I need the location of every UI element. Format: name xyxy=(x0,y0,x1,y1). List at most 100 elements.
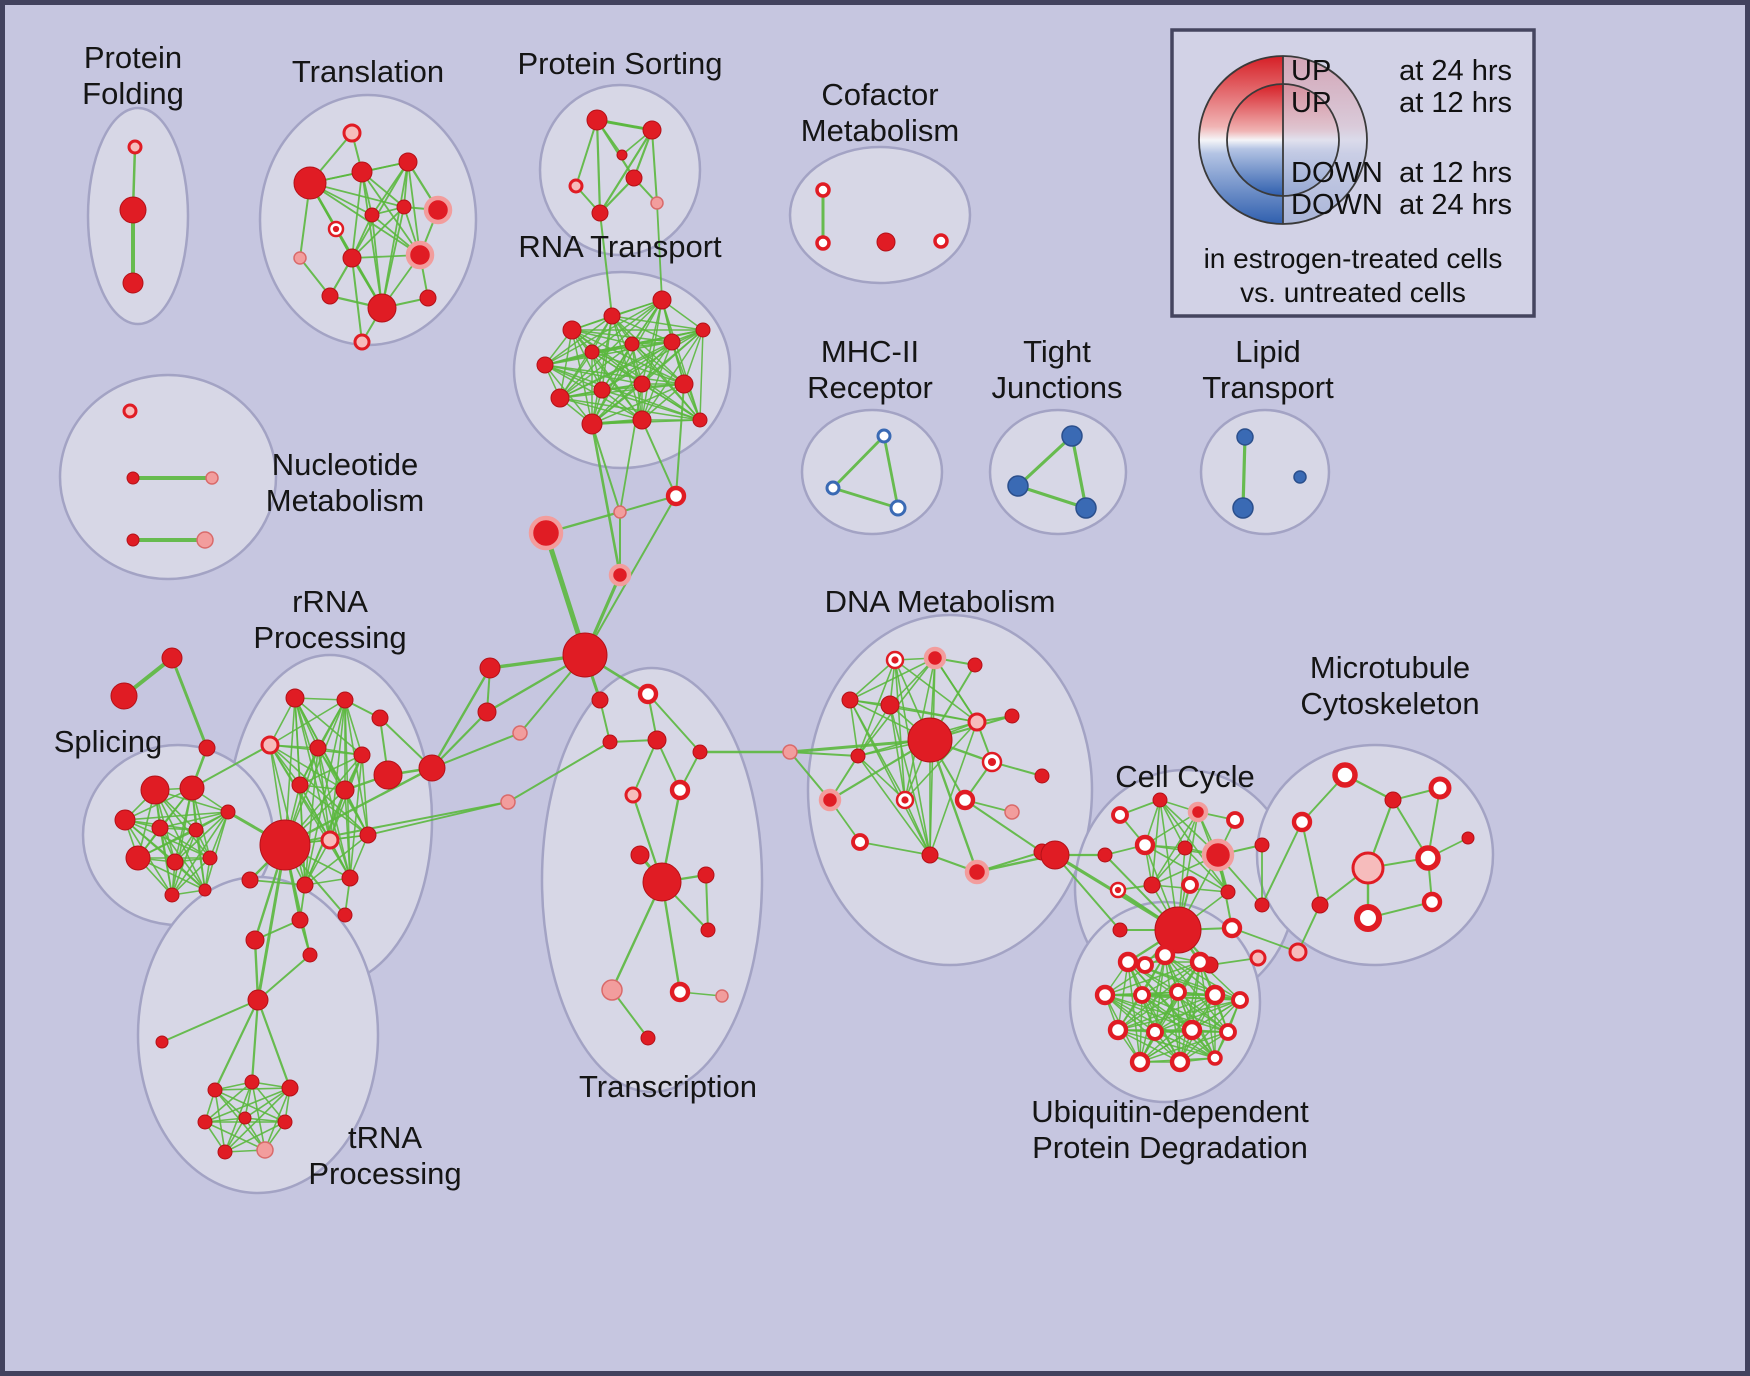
network-edge xyxy=(889,704,978,723)
network-edge xyxy=(159,811,229,829)
legend-caption-line: in estrogen-treated cells xyxy=(1204,243,1503,274)
network-node-r xyxy=(291,776,309,794)
network-edge xyxy=(171,857,211,896)
network-edge xyxy=(598,128,654,215)
legend: UP at 24 hrs UP at 12 hrs DOWN at 12 hrs… xyxy=(1170,28,1536,318)
network-node-pr xyxy=(1288,942,1308,962)
network-node-r xyxy=(188,822,204,838)
network-edge xyxy=(894,659,931,856)
network-node-r xyxy=(245,930,265,950)
network-node-p xyxy=(196,531,214,549)
network-edge xyxy=(361,171,421,256)
network-node-r xyxy=(367,293,397,323)
cluster-label-microtubule-cytoskeleton: Cytoskeleton xyxy=(1300,686,1479,721)
network-node-r xyxy=(179,775,205,801)
network-edge xyxy=(170,656,209,750)
network-node-r xyxy=(602,734,618,750)
cluster-label-ubiquitin-degradation: Ubiquitin-dependent xyxy=(1031,1094,1309,1129)
network-node-r xyxy=(700,922,716,938)
network-node-p xyxy=(1004,804,1020,820)
network-node-w xyxy=(1169,983,1187,1001)
network-edge xyxy=(204,1087,291,1123)
network-node-w xyxy=(637,683,659,705)
network-edge xyxy=(361,754,369,836)
network-node-b xyxy=(1061,425,1083,447)
cluster-label-lipid-transport: Lipid xyxy=(1235,334,1301,369)
network-edge xyxy=(559,397,643,421)
network-node-p xyxy=(782,744,798,760)
network-nodes xyxy=(110,109,1475,1160)
network-edge xyxy=(934,657,978,723)
network-node-r xyxy=(477,702,497,722)
legend-row-time: at 24 hrs xyxy=(1399,189,1512,221)
network-node-w xyxy=(1136,956,1154,974)
network-node-r xyxy=(353,746,371,764)
network-node-wb xyxy=(889,499,907,517)
network-node-r xyxy=(1177,840,1193,856)
network-edge xyxy=(304,747,319,886)
network-node-r xyxy=(652,290,672,310)
network-node-w xyxy=(954,789,976,811)
network-node-w xyxy=(1231,991,1249,1009)
cluster-label-rrna-processing: Processing xyxy=(253,620,406,655)
network-edge xyxy=(601,329,704,391)
cluster-tight-junctions xyxy=(988,408,1128,536)
network-edge xyxy=(329,699,346,841)
network-node-r xyxy=(202,850,218,866)
network-node-r xyxy=(593,381,611,399)
network-node-p xyxy=(613,505,627,519)
network-node-r xyxy=(114,809,136,831)
network-node-w xyxy=(1291,811,1313,833)
network-edge xyxy=(344,699,363,756)
network-node-r xyxy=(371,709,389,727)
network-node-r xyxy=(302,947,318,963)
network-node-r xyxy=(562,632,608,678)
network-node-w xyxy=(1107,1019,1129,1041)
network-edge xyxy=(591,351,643,421)
network-edge xyxy=(213,998,260,1092)
network-node-r xyxy=(591,691,609,709)
network-edge xyxy=(1117,1029,1181,1063)
node-center-dot xyxy=(901,796,909,804)
network-node-r xyxy=(876,232,896,252)
network-node-r xyxy=(238,1111,252,1125)
cluster-label-protein-sorting: Protein Sorting xyxy=(517,46,722,81)
network-node-w xyxy=(1181,876,1199,894)
cluster-label-mhc-ii-receptor: MHC-II xyxy=(821,334,919,369)
network-node-w xyxy=(1428,776,1452,800)
network-node-pr xyxy=(260,735,280,755)
network-node-r xyxy=(967,657,983,673)
network-node-r xyxy=(125,845,151,871)
network-edge xyxy=(344,789,351,879)
network-node-w xyxy=(1169,1051,1191,1073)
cluster-label-translation: Translation xyxy=(292,54,444,89)
network-node-rp xyxy=(923,646,947,670)
network-edge xyxy=(1241,435,1247,510)
network-edge xyxy=(849,699,859,757)
network-edge xyxy=(351,161,409,259)
network-node-r xyxy=(642,862,682,902)
network-edge xyxy=(1301,821,1321,906)
legend-row-dir: UP xyxy=(1291,55,1331,87)
network-node-w xyxy=(1094,984,1116,1006)
cluster-cofactor-metabolism xyxy=(788,145,972,285)
network-node-r xyxy=(674,374,694,394)
network-edge xyxy=(789,751,859,757)
network-node-w xyxy=(665,485,687,507)
network-edge xyxy=(857,755,906,801)
network-edge xyxy=(601,389,701,421)
network-edge xyxy=(964,799,1043,853)
cluster-label-rna-transport: RNA Transport xyxy=(518,229,722,264)
network-edge xyxy=(675,383,685,497)
network-node-r xyxy=(663,333,681,351)
network-node-p xyxy=(512,725,528,741)
network-node-pr xyxy=(568,178,584,194)
network-edge xyxy=(599,212,613,317)
legend-row-time: at 12 hrs xyxy=(1399,157,1512,189)
network-edge xyxy=(590,422,622,577)
network-edge xyxy=(928,738,979,874)
network-edge xyxy=(641,341,673,421)
cluster-dna-metabolism xyxy=(806,613,1094,967)
network-edge xyxy=(171,811,229,896)
